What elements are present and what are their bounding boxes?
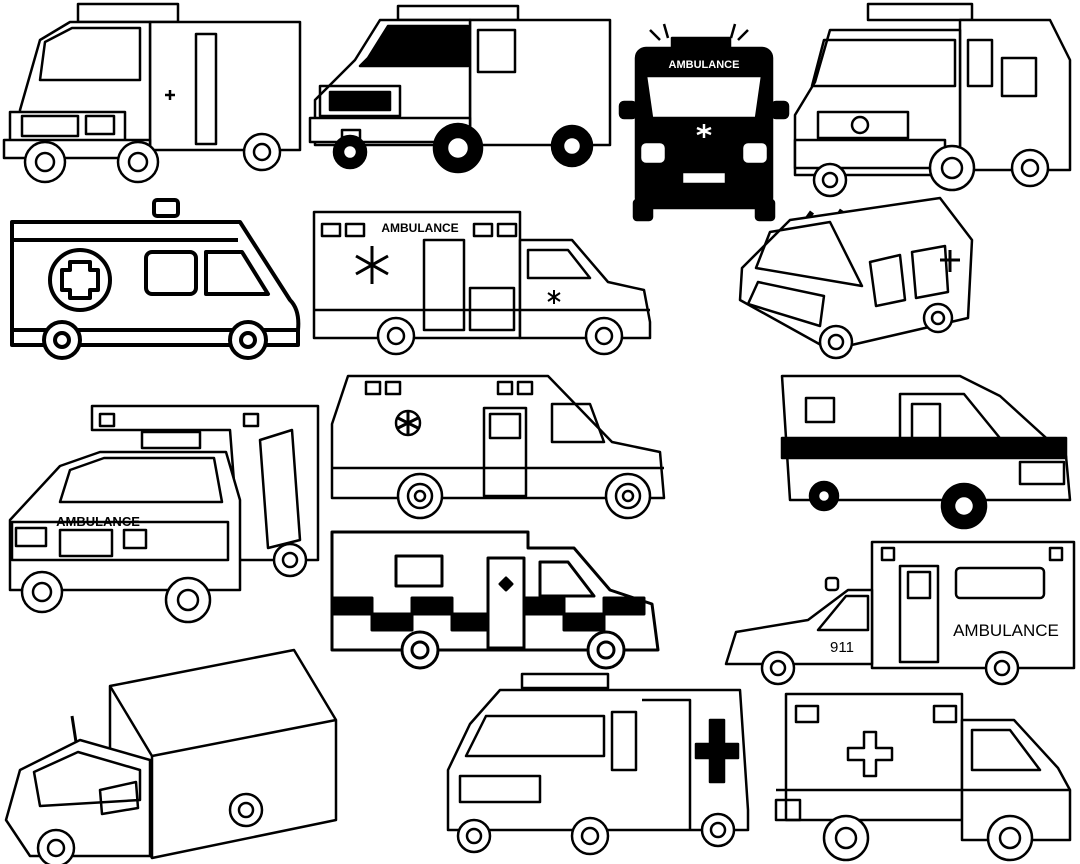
ambulance-drawing-6: AMBULANCE	[312, 210, 652, 356]
side-sign-text: AMBULANCE	[953, 621, 1059, 640]
ambulance-drawing-1	[2, 2, 302, 184]
door-number-text: 911	[830, 639, 854, 656]
box-sign-text: AMBULANCE	[381, 221, 458, 235]
ambulance-drawing-5	[10, 198, 301, 360]
ambulance-drawing-8: AMBULANCE	[8, 404, 320, 624]
front-sign-text: AMBULANCE	[669, 59, 740, 71]
ambulance-drawing-9	[330, 374, 666, 520]
ambulance-drawing-11	[330, 530, 660, 670]
ambulance-drawing-3: AMBULANCE	[618, 23, 790, 222]
ambulance-drawing-4	[793, 2, 1072, 198]
ambulance-drawing-12: AMBULANCE 911	[724, 540, 1076, 686]
hood-sign-text: AMBULANCE	[56, 514, 140, 529]
ambulance-drawing-13	[4, 648, 338, 864]
ambulance-drawing-10	[780, 374, 1072, 530]
ambulance-drawing-14	[446, 672, 750, 856]
ambulance-drawing-7	[738, 196, 974, 360]
ambulance-drawing-15	[774, 692, 1072, 862]
ambulance-drawing-2	[308, 4, 612, 174]
